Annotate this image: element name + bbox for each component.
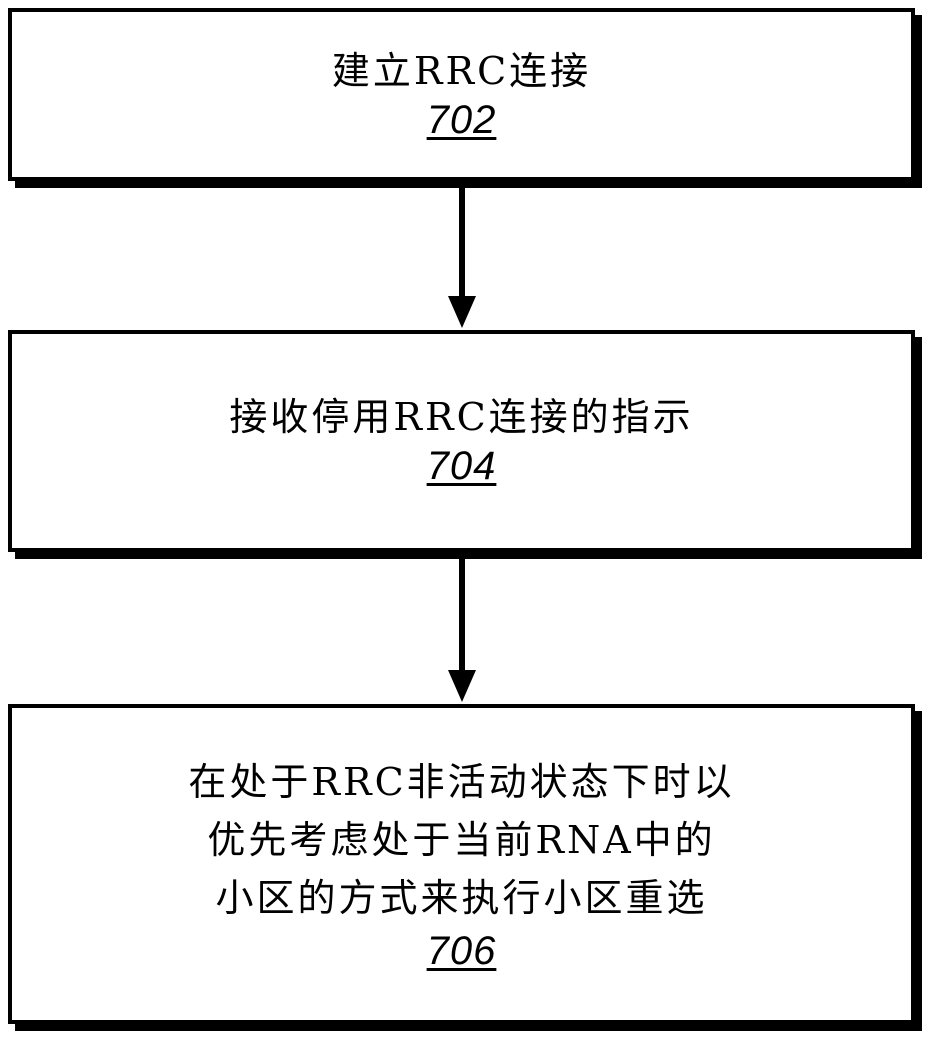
step-box-establish-rrc-connection: 建立RRC连接 702 — [8, 8, 915, 181]
step-label: 建立RRC连接 — [331, 48, 592, 93]
step-box-receive-deactivation-indication: 接收停用RRC连接的指示 704 — [8, 330, 915, 552]
step-box-cell-reselection: 在处于RRC非活动状态下时以 优先考虑处于当前RNA中的 小区的方式来执行小区重… — [8, 704, 915, 1024]
step-reference-number: 704 — [426, 444, 497, 488]
step-label: 接收停用RRC连接的指示 — [229, 395, 694, 439]
step-label: 在处于RRC非活动状态下时以 优先考虑处于当前RNA中的 小区的方式来执行小区重… — [188, 760, 735, 920]
arrow-step-2-to-3 — [448, 558, 476, 702]
step-reference-number: 706 — [426, 929, 497, 973]
arrow-step-1-to-2 — [448, 187, 476, 328]
step-reference-number: 702 — [426, 97, 497, 142]
